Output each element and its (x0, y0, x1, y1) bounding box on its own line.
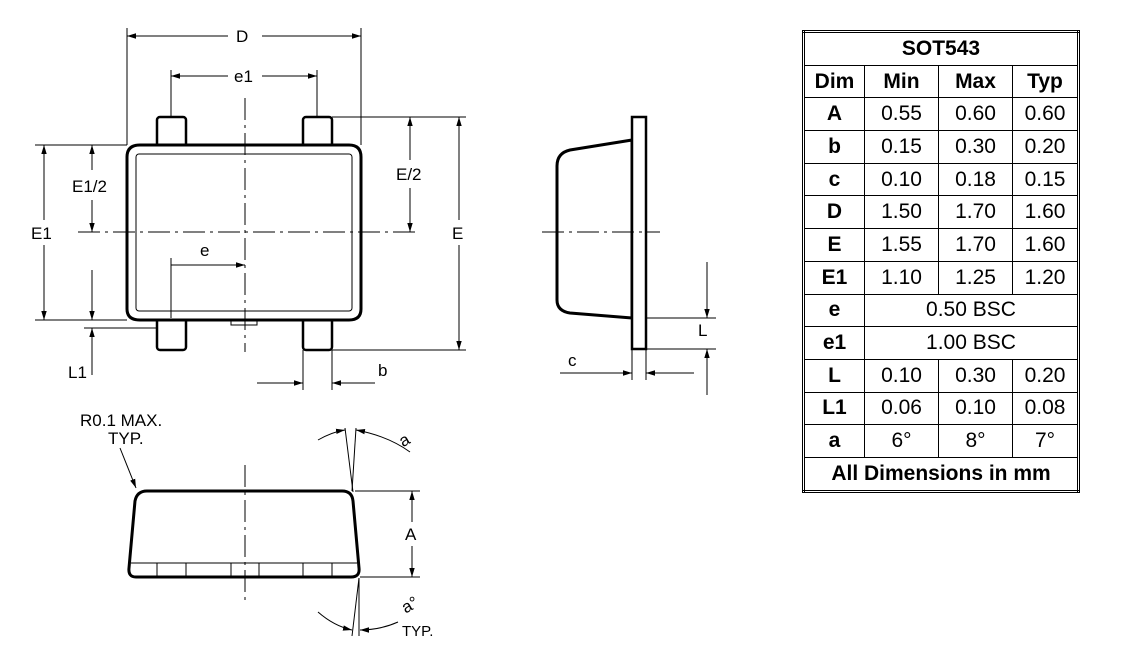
front-view: R0.1 MAX. TYP. a a° TYP. A (80, 411, 433, 640)
table-title: SOT543 (803, 31, 1079, 66)
table-row: e1 1.00 BSC (803, 326, 1079, 360)
table-row: e 0.50 BSC (803, 293, 1079, 328)
label-E-half: E/2 (396, 165, 422, 184)
label-L: L (698, 321, 707, 340)
pin-bottom-left (155, 316, 188, 352)
label-e1: e1 (234, 67, 253, 86)
label-radius-typ: TYP. (108, 429, 144, 448)
pin1-marker (230, 319, 258, 326)
table-row: L1 0.06 0.10 0.08 (803, 391, 1079, 426)
package-body (125, 143, 363, 322)
label-E: E (452, 224, 463, 243)
dimensions-table: SOT543 Dim Min Max Typ A 0.55 0.60 0.60 … (802, 30, 1080, 493)
table-row: D 1.50 1.70 1.60 (803, 195, 1079, 230)
table-footer: All Dimensions in mm (803, 456, 1079, 492)
top-view: D e1 E1/2 E1 E/2 E e L1 (31, 27, 466, 390)
pin-bottom-right (301, 316, 334, 352)
table-row: A 0.55 0.60 0.60 (803, 97, 1079, 132)
package-outline-drawing: D e1 E1/2 E1 E/2 E e L1 (31, 27, 716, 640)
table-row: c 0.10 0.18 0.15 (803, 162, 1079, 197)
label-typ: TYP. (402, 623, 433, 640)
label-b: b (378, 361, 387, 380)
pin-top-right (301, 115, 334, 149)
table-header-row: Dim Min Max Typ (803, 64, 1079, 99)
header-min: Min (864, 64, 939, 99)
table-row: a 6° 8° 7° (803, 424, 1079, 458)
front-body (127, 489, 361, 579)
label-E1-half: E1/2 (72, 177, 107, 196)
label-E1: E1 (31, 224, 52, 243)
label-e: e (200, 241, 209, 260)
pin-top-left (155, 115, 188, 149)
header-max: Max (938, 64, 1013, 99)
table-row: E 1.55 1.70 1.60 (803, 228, 1079, 262)
side-body (555, 138, 634, 320)
header-typ: Typ (1012, 64, 1079, 99)
table-row: b 0.15 0.30 0.20 (803, 130, 1079, 164)
label-radius-note: R0.1 MAX. (80, 411, 162, 430)
label-L1: L1 (68, 363, 87, 382)
table-row: L 0.10 0.30 0.20 (803, 358, 1079, 393)
label-A: A (405, 525, 417, 544)
table-row: E1 1.10 1.25 1.20 (803, 260, 1079, 295)
header-dim: Dim (803, 64, 865, 99)
label-angle-mark: a° (398, 593, 422, 618)
side-view: L c (542, 115, 716, 395)
side-lead (630, 115, 648, 351)
label-c: c (568, 351, 577, 370)
label-a: a (396, 429, 414, 450)
label-D: D (236, 27, 248, 46)
